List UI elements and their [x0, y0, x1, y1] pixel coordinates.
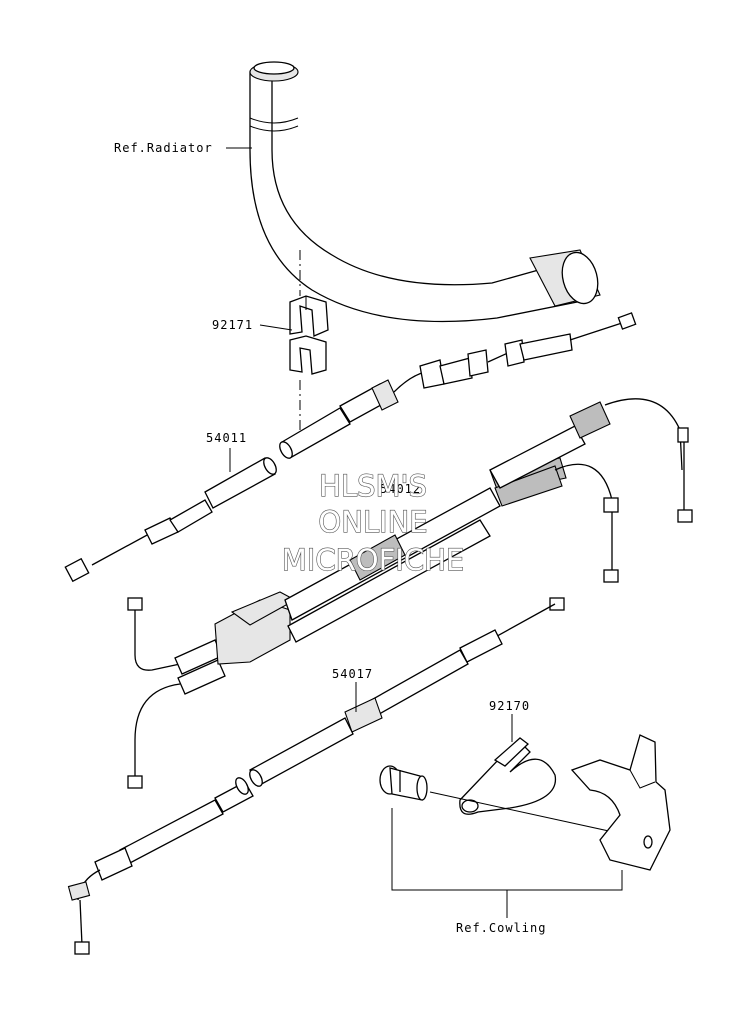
bracket-92170	[459, 737, 557, 815]
watermark-line-2: ONLINE	[318, 505, 427, 539]
label-54012: 54012	[380, 482, 421, 496]
ref-cowling-bracket-line	[391, 808, 623, 891]
cable-54017	[67, 597, 565, 955]
cowling-bracket	[570, 734, 671, 871]
label-ref-cowling: Ref.Cowling	[456, 921, 546, 935]
watermark: HLSM'S ONLINE MICROFICHE	[281, 468, 465, 577]
watermark-line-3: MICROFICHE	[282, 543, 464, 577]
watermark-line-1: HLSM'S	[319, 469, 427, 503]
leader-92171	[259, 324, 293, 331]
label-ref-radiator: Ref.Radiator	[114, 141, 213, 155]
bolt	[379, 765, 428, 801]
label-92171: 92171	[212, 318, 253, 332]
radiator-hose	[249, 61, 601, 323]
cable-54012	[127, 398, 693, 789]
label-92170: 92170	[489, 699, 530, 713]
label-54017: 54017	[332, 667, 373, 681]
label-54011: 54011	[206, 431, 247, 445]
clamp-92171	[289, 295, 329, 375]
cable-54011	[64, 312, 637, 583]
